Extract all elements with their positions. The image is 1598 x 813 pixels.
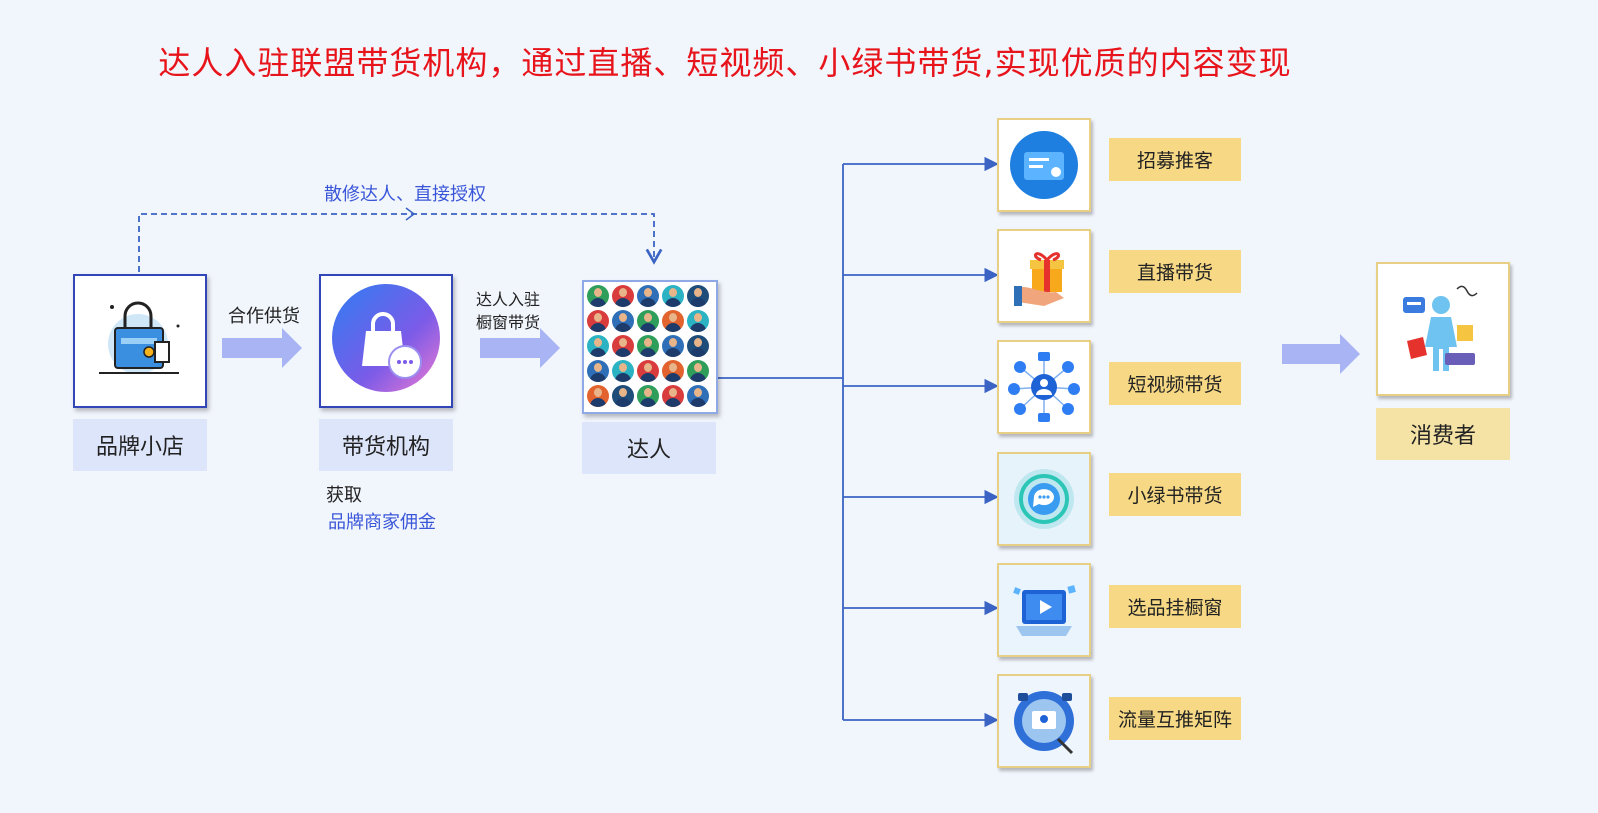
avatar bbox=[662, 385, 684, 407]
gift-icon bbox=[1014, 252, 1064, 306]
join-label-line2: 橱窗带货 bbox=[476, 313, 541, 332]
shopping-bag-chat-icon bbox=[332, 284, 440, 392]
avatar bbox=[612, 335, 634, 357]
channel-shortvideo-icon-box bbox=[997, 340, 1091, 434]
avatar bbox=[612, 385, 634, 407]
channel-showcase-icon-box bbox=[997, 563, 1091, 657]
channel-xiaolvshu-icon-box bbox=[997, 452, 1091, 546]
avatar bbox=[612, 310, 634, 332]
video-play-icon bbox=[1013, 585, 1076, 636]
consumer-icon-box bbox=[1376, 262, 1510, 396]
shopper-icon bbox=[1403, 285, 1478, 371]
block-arrow-consumer bbox=[1282, 334, 1360, 374]
page-title: 达人入驻联盟带货机构，通过直播、短视频、小绿书带货,实现优质的内容变现 bbox=[158, 44, 1292, 82]
lock-wallet-icon bbox=[99, 301, 180, 374]
avatar bbox=[637, 310, 659, 332]
supply-arrow-label: 合作供货 bbox=[228, 306, 300, 327]
avatar bbox=[662, 360, 684, 382]
channel-recruit-icon-box bbox=[997, 118, 1091, 212]
avatar bbox=[637, 285, 659, 307]
avatar bbox=[687, 335, 709, 357]
avatar bbox=[612, 285, 634, 307]
channel-label: 短视频带货 bbox=[1109, 362, 1241, 405]
avatar bbox=[637, 360, 659, 382]
commission-label: 品牌商家佣金 bbox=[328, 512, 436, 533]
avatar bbox=[662, 285, 684, 307]
channel-label: 选品挂橱窗 bbox=[1109, 585, 1241, 628]
avatar bbox=[662, 310, 684, 332]
avatar bbox=[587, 285, 609, 307]
agency-icon-box bbox=[319, 274, 453, 408]
avatar bbox=[662, 335, 684, 357]
join-label-line1: 达人入驻 bbox=[476, 290, 541, 309]
channel-matrix-icon-box bbox=[997, 674, 1091, 768]
agency-label: 带货机构 bbox=[319, 419, 453, 471]
camera-icon bbox=[1014, 691, 1074, 755]
dashed-path-label: 散修达人、直接授权 bbox=[324, 184, 486, 205]
chat-bubble-icon bbox=[1014, 469, 1074, 529]
avatar bbox=[687, 285, 709, 307]
avatar bbox=[587, 385, 609, 407]
avatar bbox=[587, 335, 609, 357]
dashed-auth-path bbox=[138, 213, 663, 272]
card-icon bbox=[1010, 131, 1078, 199]
block-arrow-supply bbox=[222, 328, 302, 368]
influencer-avatar-grid bbox=[584, 282, 716, 410]
avatar bbox=[687, 385, 709, 407]
network-icon bbox=[1008, 352, 1080, 422]
brand-store-icon-box bbox=[73, 274, 207, 408]
influencer-icon-box bbox=[582, 280, 718, 414]
brand-store-label: 品牌小店 bbox=[73, 419, 207, 471]
channel-label: 流量互推矩阵 bbox=[1109, 697, 1241, 740]
avatar bbox=[587, 310, 609, 332]
channel-label: 小绿书带货 bbox=[1109, 473, 1241, 516]
avatar bbox=[637, 385, 659, 407]
channel-live-icon-box bbox=[997, 229, 1091, 323]
dashed-mid-arrow bbox=[405, 207, 416, 221]
avatar bbox=[637, 335, 659, 357]
avatar bbox=[612, 360, 634, 382]
influencer-label: 达人 bbox=[582, 422, 716, 474]
channel-label: 招募推客 bbox=[1109, 138, 1241, 181]
block-arrow-join bbox=[480, 328, 560, 368]
channel-label: 直播带货 bbox=[1109, 250, 1241, 293]
avatar bbox=[587, 360, 609, 382]
consumer-label: 消费者 bbox=[1376, 408, 1510, 460]
earn-label: 获取 bbox=[326, 485, 362, 506]
avatar bbox=[687, 310, 709, 332]
avatar bbox=[687, 360, 709, 382]
